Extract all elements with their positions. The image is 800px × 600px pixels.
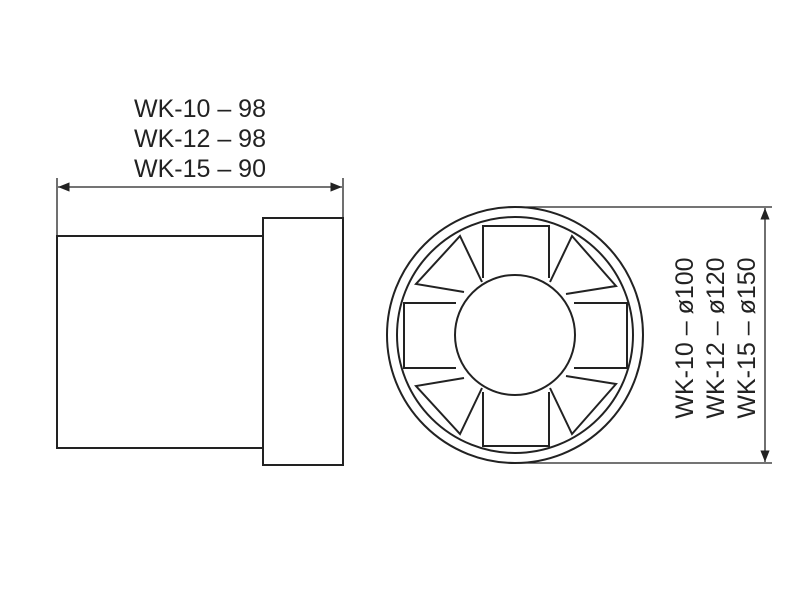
diameter-label-wk12: WK-12 – ø120 xyxy=(702,257,730,418)
blade-top-left xyxy=(414,234,483,293)
blade-right xyxy=(574,302,628,369)
width-label-wk12: WK-12 – 98 xyxy=(134,125,266,153)
blade-bottom-right xyxy=(549,375,618,436)
outer-ring xyxy=(386,206,644,464)
blade-bottom-left xyxy=(414,377,483,436)
blade-top-right xyxy=(549,234,618,295)
width-label-wk10: WK-10 – 98 xyxy=(134,95,266,123)
diameter-label-wk10: WK-10 – ø100 xyxy=(671,257,699,418)
impeller-blades xyxy=(403,225,628,447)
inner-ring xyxy=(396,216,634,454)
width-label-wk15: WK-15 – 90 xyxy=(134,155,266,183)
front-view: WK-10 – ø100 WK-12 – ø120 WK-15 – ø150 xyxy=(386,206,772,464)
side-view: WK-10 – 98 WK-12 – 98 WK-15 – 90 xyxy=(56,95,344,466)
blade-bottom xyxy=(482,392,550,447)
hub xyxy=(454,274,576,396)
front-flange xyxy=(262,217,344,466)
blade-left xyxy=(403,302,456,369)
duct-tube xyxy=(56,235,264,449)
blade-top xyxy=(482,225,550,278)
diameter-label-wk15: WK-15 – ø150 xyxy=(733,257,761,418)
